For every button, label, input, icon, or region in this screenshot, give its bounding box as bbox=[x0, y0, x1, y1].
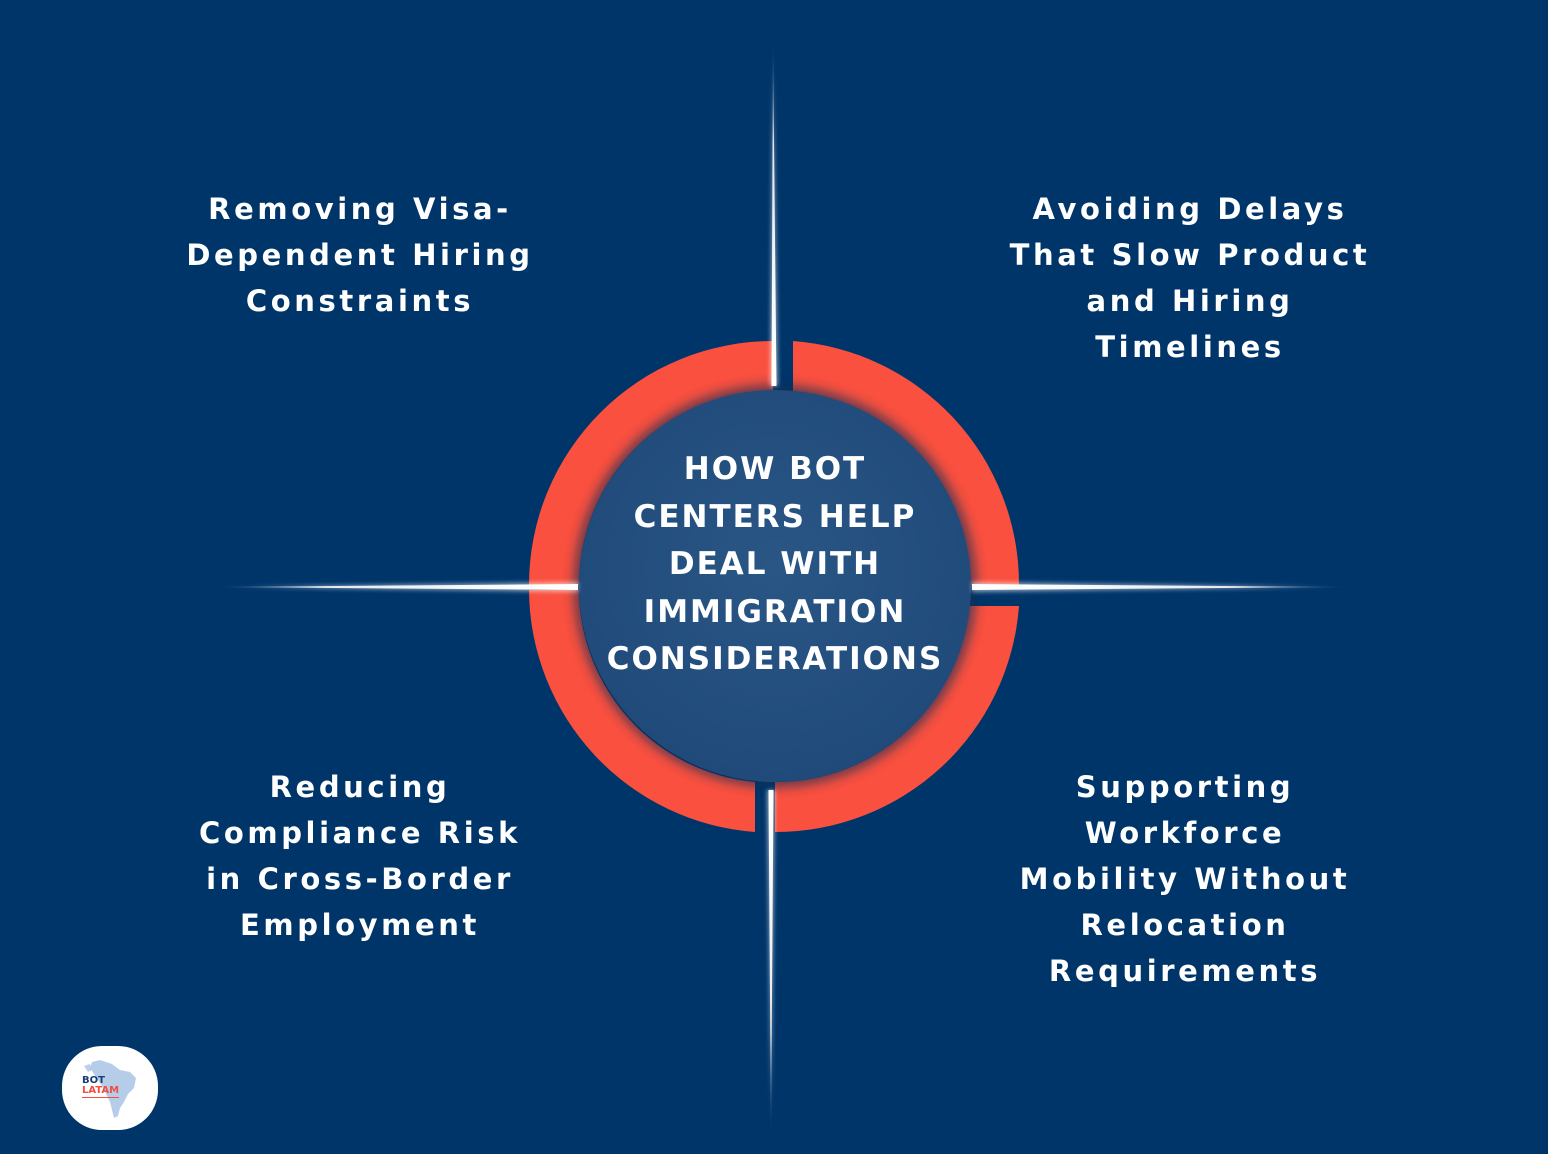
logo-text-bot: BOT bbox=[82, 1075, 105, 1086]
center-title: HOW BOT CENTERS HELP DEAL WITH IMMIGRATI… bbox=[606, 451, 944, 677]
quadrant-bottom-right-text: Supporting Workforce Mobility Without Re… bbox=[1019, 770, 1351, 988]
quadrant-top-left-text: Removing Visa- Dependent Hiring Constrai… bbox=[186, 192, 534, 318]
center-circle bbox=[579, 390, 971, 782]
quadrant-top-right-text: Avoiding Delays That Slow Product and Hi… bbox=[1009, 192, 1371, 364]
spokes bbox=[215, 40, 1350, 1135]
ring-segment-top-left bbox=[529, 341, 773, 585]
logo-badge: BOT LATAM bbox=[62, 1046, 158, 1130]
logo-text-latam: LATAM bbox=[82, 1085, 120, 1098]
south-america-map-icon bbox=[84, 1060, 136, 1118]
ring-segment-bottom-left bbox=[529, 590, 755, 832]
quadrant-bottom-left-text: Reducing Compliance Risk in Cross-Border… bbox=[198, 770, 522, 942]
